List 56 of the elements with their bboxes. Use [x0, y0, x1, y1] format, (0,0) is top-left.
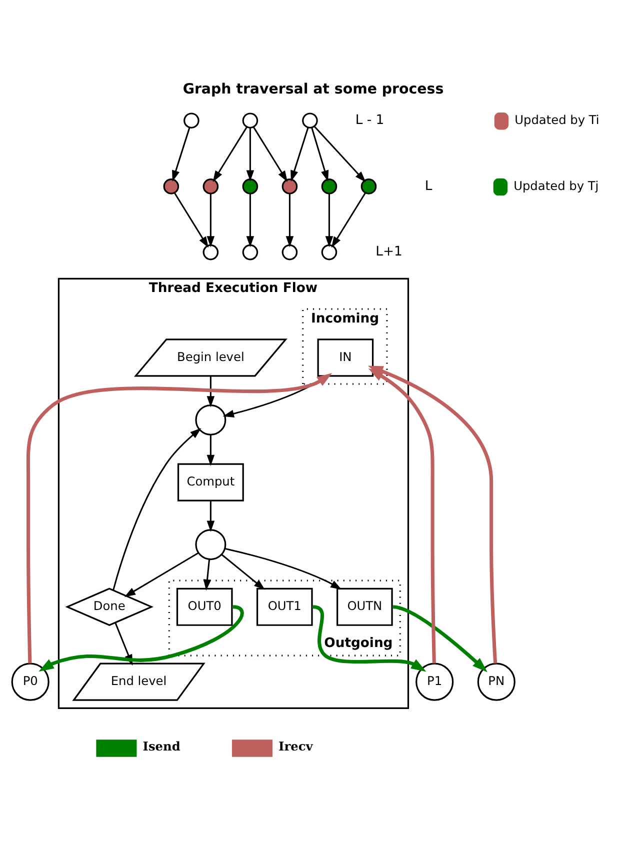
- arrow: [124, 552, 199, 597]
- arrow: [221, 554, 266, 590]
- node-box: IN: [317, 338, 374, 377]
- arrow: [212, 126, 248, 182]
- arrow: [206, 376, 215, 408]
- arrow: [174, 192, 209, 248]
- legend-label: Updated by Ti: [514, 113, 600, 128]
- node-circle: P1: [416, 662, 454, 701]
- node-circle: [202, 244, 219, 260]
- node-box: OUT1: [256, 588, 313, 626]
- diagram-title: Graph traversal at some process: [182, 81, 444, 98]
- arrow: [325, 194, 334, 248]
- arrow: [252, 126, 288, 182]
- node-circle: [321, 244, 338, 260]
- node-circle: [202, 178, 219, 194]
- arrow: [311, 127, 329, 182]
- arrow: [206, 434, 215, 466]
- arrow: [290, 127, 309, 182]
- node-box: OUT0: [176, 588, 233, 626]
- node-circle: [282, 178, 298, 194]
- node-circle: [184, 112, 200, 128]
- arrow: [392, 605, 488, 672]
- arrow: [206, 194, 215, 248]
- node-circle: PN: [477, 662, 516, 701]
- node-circle: [195, 404, 226, 436]
- legend-label: Updated by Tj: [514, 179, 599, 194]
- node-circle: P0: [11, 662, 50, 701]
- arrow: [312, 605, 426, 672]
- arrow: [112, 428, 202, 590]
- node-circle: [282, 244, 298, 260]
- node-circle: [195, 529, 226, 560]
- node-circle: [242, 244, 258, 260]
- arrow: [286, 194, 294, 248]
- node-circle: [302, 112, 318, 128]
- label: L - 1: [355, 113, 384, 128]
- node-circle: [242, 178, 258, 194]
- arrow: [314, 126, 366, 182]
- arrow: [246, 194, 254, 248]
- label: L+1: [376, 244, 402, 260]
- arrow: [26, 372, 332, 664]
- arrow: [206, 500, 215, 532]
- node-circle: [242, 112, 258, 128]
- arrow: [203, 559, 212, 591]
- legend-label: Isend: [142, 739, 180, 754]
- arrow: [38, 605, 244, 672]
- arrow: [172, 127, 190, 182]
- arrow: [224, 548, 342, 590]
- node-circle: [163, 178, 180, 194]
- arrow: [246, 128, 254, 182]
- node-circle: [360, 178, 377, 194]
- node-box: Comput: [177, 463, 244, 502]
- node-circle: [321, 178, 338, 194]
- node-box: OUTN: [336, 588, 393, 626]
- label: L: [424, 178, 432, 194]
- legend-label: Irecv: [278, 739, 313, 754]
- arrow: [331, 192, 366, 248]
